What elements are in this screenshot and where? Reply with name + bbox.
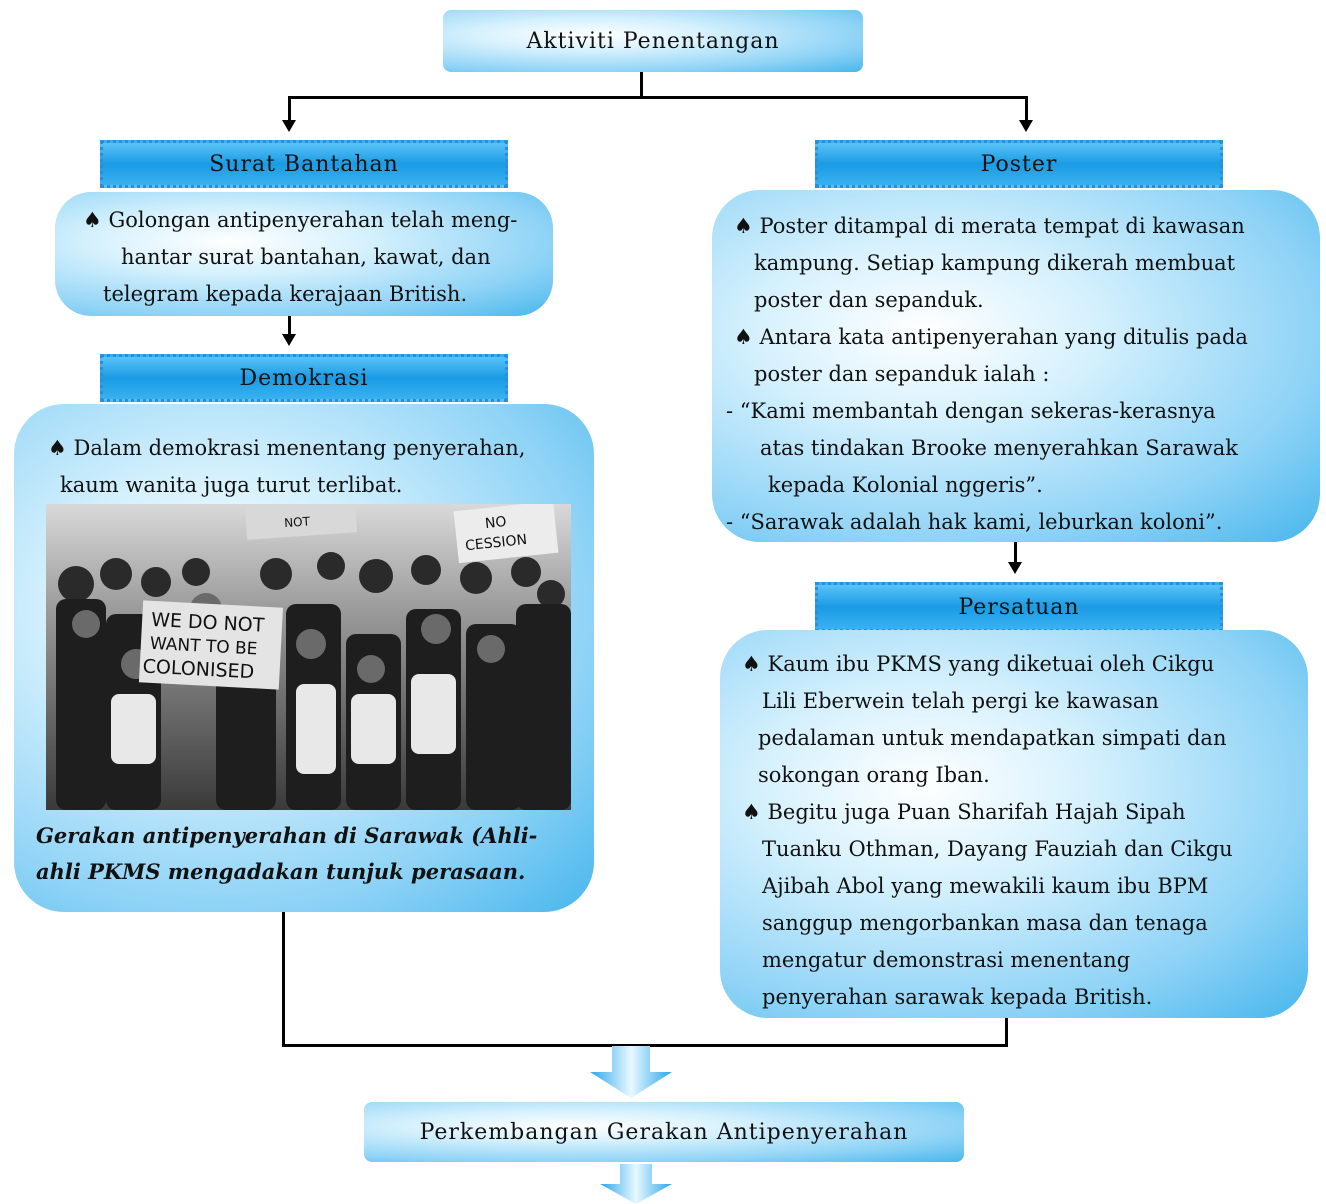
panel-poster: ♠ Poster ditampal di merata tempat di ka… xyxy=(712,190,1320,542)
panel-text-line: - “Kami membantah dengan sekeras-kerasny… xyxy=(726,399,1216,423)
header-persatuan: Persatuan xyxy=(815,582,1223,632)
photo-caption-line: Gerakan antipenyerahan di Sarawak (Ahli- xyxy=(36,823,538,848)
panel-text-line: atas tindakan Brooke menyerahkan Sarawak xyxy=(760,436,1238,460)
header-label: Persatuan xyxy=(958,594,1080,620)
sign-text: CESSION xyxy=(464,532,527,554)
connector-line xyxy=(640,72,643,98)
bottom-title: Perkembangan Gerakan Antipenyerahan xyxy=(419,1119,909,1145)
connector-line xyxy=(282,1044,1008,1047)
panel-text-line: Ajibah Abol yang mewakili kaum ibu BPM xyxy=(762,874,1209,898)
top-title-box: Aktiviti Penentangan xyxy=(443,10,863,72)
panel-text-line: - “Sarawak adalah hak kami, leburkan kol… xyxy=(726,510,1223,534)
header-label: Demokrasi xyxy=(239,365,369,391)
panel-demokrasi: ♠ Dalam demokrasi menentang penyerahan, … xyxy=(14,404,594,912)
panel-text-line: kepada Kolonial nggeris”. xyxy=(768,473,1043,497)
connector-line xyxy=(288,96,291,122)
sign-text: NO xyxy=(484,514,507,532)
panel-text-line: mengatur demonstrasi menentang xyxy=(762,948,1131,972)
connector-line xyxy=(288,316,291,338)
arrowhead-icon xyxy=(1019,120,1033,132)
panel-text-line: ♠ Dalam demokrasi menentang penyerahan, xyxy=(48,436,526,460)
panel-text-line: sokongan orang Iban. xyxy=(758,763,990,787)
panel-persatuan: ♠ Kaum ibu PKMS yang diketuai oleh Cikgu… xyxy=(720,630,1308,1018)
photo-caption-line: ahli PKMS mengadakan tunjuk perasaan. xyxy=(36,859,526,884)
bottom-title-box: Perkembangan Gerakan Antipenyerahan xyxy=(364,1102,964,1162)
panel-text-line: Tuanku Othman, Dayang Fauziah dan Cikgu xyxy=(762,837,1233,861)
sign-text: NOT xyxy=(284,514,311,530)
panel-surat-bantahan: ♠ Golongan antipenyerahan telah meng- ha… xyxy=(55,192,553,316)
panel-text-line: kaum wanita juga turut terlibat. xyxy=(60,473,403,497)
panel-text-line: ♠ Kaum ibu PKMS yang diketuai oleh Cikgu xyxy=(742,652,1215,676)
header-demokrasi: Demokrasi xyxy=(100,354,508,402)
protest-photo: WE DO NOT WANT TO BE COLONISED NO CESSIO… xyxy=(46,504,571,810)
header-label: Surat Bantahan xyxy=(209,151,399,177)
top-title: Aktiviti Penentangan xyxy=(526,28,780,54)
panel-text-line: ♠ Begitu juga Puan Sharifah Hajah Sipah xyxy=(742,800,1186,824)
panel-text-line: penyerahan sarawak kepada British. xyxy=(762,985,1153,1009)
connector-line xyxy=(288,96,1028,99)
header-poster: Poster xyxy=(815,140,1223,188)
panel-text-line: ♠ Poster ditampal di merata tempat di ka… xyxy=(734,214,1245,238)
panel-text-line: hantar surat bantahan, kawat, dan xyxy=(121,245,491,269)
header-surat-bantahan: Surat Bantahan xyxy=(100,140,508,188)
connector-line xyxy=(1025,96,1028,122)
panel-text-line: telegram kepada kerajaan British. xyxy=(103,282,468,306)
panel-text-line: poster dan sepanduk ialah : xyxy=(754,362,1050,386)
panel-text-line: ♠ Golongan antipenyerahan telah meng- xyxy=(83,208,518,232)
down-arrow-icon xyxy=(590,1046,672,1098)
header-label: Poster xyxy=(980,151,1058,177)
panel-text-line: pedalaman untuk mendapatkan simpati dan xyxy=(758,726,1227,750)
panel-text-line: ♠ Antara kata antipenyerahan yang dituli… xyxy=(734,325,1248,349)
arrowhead-icon xyxy=(282,120,296,132)
arrowhead-icon xyxy=(282,334,296,346)
panel-text-line: kampung. Setiap kampung dikerah membuat xyxy=(754,251,1236,275)
arrowhead-icon xyxy=(1008,562,1022,574)
protest-photo-image: WE DO NOT WANT TO BE COLONISED NO CESSIO… xyxy=(46,504,571,810)
connector-line xyxy=(1005,1018,1008,1046)
connector-line xyxy=(282,912,285,1046)
down-arrow-icon xyxy=(600,1164,672,1204)
panel-text-line: sanggup mengorbankan masa dan tenaga xyxy=(762,911,1208,935)
panel-text-line: Lili Eberwein telah pergi ke kawasan xyxy=(762,689,1159,713)
panel-text-line: poster dan sepanduk. xyxy=(754,288,984,312)
connector-line xyxy=(1014,542,1017,564)
